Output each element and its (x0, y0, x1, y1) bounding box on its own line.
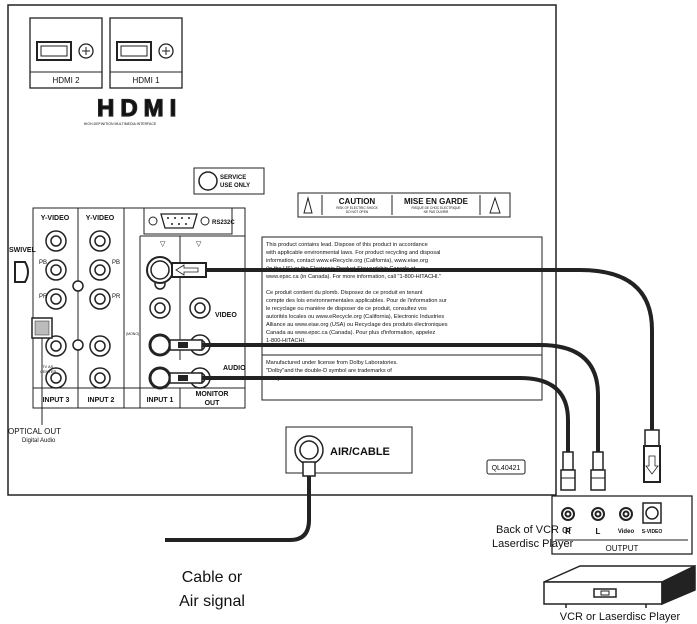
input2-yvideo-label: Y-VIDEO (86, 215, 115, 222)
notice-fr-3: le recyclage ou manière de disposer de c… (266, 306, 427, 312)
vcr-r-label: R (565, 527, 571, 536)
input1-video-jack (148, 333, 172, 357)
vcr-device-icon (543, 564, 696, 608)
vcr-back-label-2: Laserdisc Player (492, 538, 574, 550)
audio-rca-cable (169, 372, 576, 491)
hdmi1-label: HDMI 1 (132, 76, 160, 85)
hdmi2-port (29, 17, 103, 89)
input1-audio-jack (148, 366, 172, 390)
vcr-l-label: L (596, 527, 601, 536)
vcr-device-label: VCR or Laserdisc Player (560, 611, 681, 623)
model-number: QL40421 (492, 465, 521, 472)
audio-label: AUDIO (223, 365, 246, 372)
dolby-1: Manufactured under license from Dolby La… (266, 360, 398, 366)
tv-as-label: TV AS (42, 364, 54, 369)
out-label: OUT (205, 400, 221, 407)
swivel-label: SWIVEL (9, 247, 37, 254)
input1-mono-label: (MONO) (126, 332, 139, 336)
monitor-label: MONITOR (196, 391, 229, 398)
triangle-marker-1: ▽ (160, 241, 166, 248)
notice-fr-4: autorités locales ou www.eRecycle.org (C… (266, 314, 444, 320)
hdmi2-label: HDMI 2 (52, 76, 80, 85)
vcr-video-label: Video (618, 529, 635, 535)
service-label-1: SERVICE (220, 175, 246, 181)
input3-yvideo-label: Y-VIDEO (41, 215, 70, 222)
input2-pb-label: PB (112, 260, 120, 266)
video-rca-cable (169, 339, 606, 491)
mise-sub-1: RISQUE DE CHOC ELECTRIQUE (411, 206, 460, 210)
vcr-output-panel (551, 495, 693, 555)
input1-label: INPUT 1 (147, 397, 174, 404)
input3-pb-label: PB (39, 260, 47, 266)
dolby-2: "Dolby"and the double-D symbol are trade… (266, 368, 392, 374)
swivel-icon (14, 261, 29, 283)
antenna-cable (165, 461, 316, 542)
notice-fr-2: compte des lois environnementales applic… (266, 298, 447, 304)
hdmi1-port (109, 17, 183, 89)
input2-pr-label: PR (112, 294, 121, 300)
caution-sub-1: RISK OF ELECTRIC SHOCK (336, 206, 378, 210)
cable-label-2: Air signal (179, 593, 245, 610)
video-label: VIDEO (215, 312, 237, 319)
notice-fr-7: 1-800-HITACHI. (266, 338, 306, 344)
digital-audio-label: Digital Audio (22, 438, 56, 444)
input2-label: INPUT 2 (88, 397, 115, 404)
caution-title: CAUTION (339, 197, 376, 206)
hdmi-tagline: HIGH-DEFINITION MULTIMEDIA INTERFACE (84, 122, 157, 126)
notice-en-3: information, contact www.eRecycle.org (C… (266, 258, 428, 264)
notice-box (261, 236, 543, 401)
vcr-output-jacks (561, 507, 633, 521)
rs232-label: RS232C (212, 220, 235, 226)
notice-en-1: This product contains lead. Dispose of t… (266, 242, 428, 248)
vcr-output-label: OUTPUT (606, 544, 639, 553)
air-cable-label: AIR/CABLE (330, 446, 390, 458)
notice-fr: Ce produit contient du plomb. Disposez d… (266, 290, 448, 344)
vcr-svideo-label: S-VIDEO (642, 529, 663, 535)
service-port-icon (198, 171, 218, 191)
caution-sub-2: DO NOT OPEN (346, 210, 369, 214)
notice-en: This product contains lead. Dispose of t… (265, 242, 441, 280)
triangle-marker-2: ▽ (196, 241, 202, 248)
inputs-frame (32, 207, 246, 409)
caution-label (297, 192, 511, 218)
model-box (486, 459, 526, 475)
hdmi-logo: HDMI (97, 95, 182, 122)
svideo-cable (150, 260, 661, 483)
notice-fr-5: Alliance au www.eiae.org (USA) ou Recycl… (266, 322, 448, 328)
vcr-back-label-1: Back of VCR or (496, 524, 572, 536)
rs232-port (148, 213, 210, 229)
jack-group (45, 230, 211, 389)
notice-fr-6: Canada au www.epsc.ca (Canada). Pour plu… (266, 330, 435, 336)
mise-sub-2: NE PAS OUVRIR (424, 210, 449, 214)
optical-label: OPTICAL OUT (8, 427, 61, 436)
center-label: CENTER (40, 369, 57, 374)
mise-title: MISE EN GARDE (404, 197, 469, 206)
service-label-2: USE ONLY (220, 183, 250, 189)
notice-en-5: www.epsc.ca (in Canada). For more inform… (265, 274, 441, 280)
input3-pr-label: PR (39, 294, 48, 300)
cable-label-1: Cable or (182, 569, 243, 586)
notice-fr-1: Ce produit contient du plomb. Disposez d… (266, 290, 423, 296)
input3-label: INPUT 3 (43, 397, 70, 404)
notice-en-2: with applicable environmental laws. For … (265, 250, 440, 256)
